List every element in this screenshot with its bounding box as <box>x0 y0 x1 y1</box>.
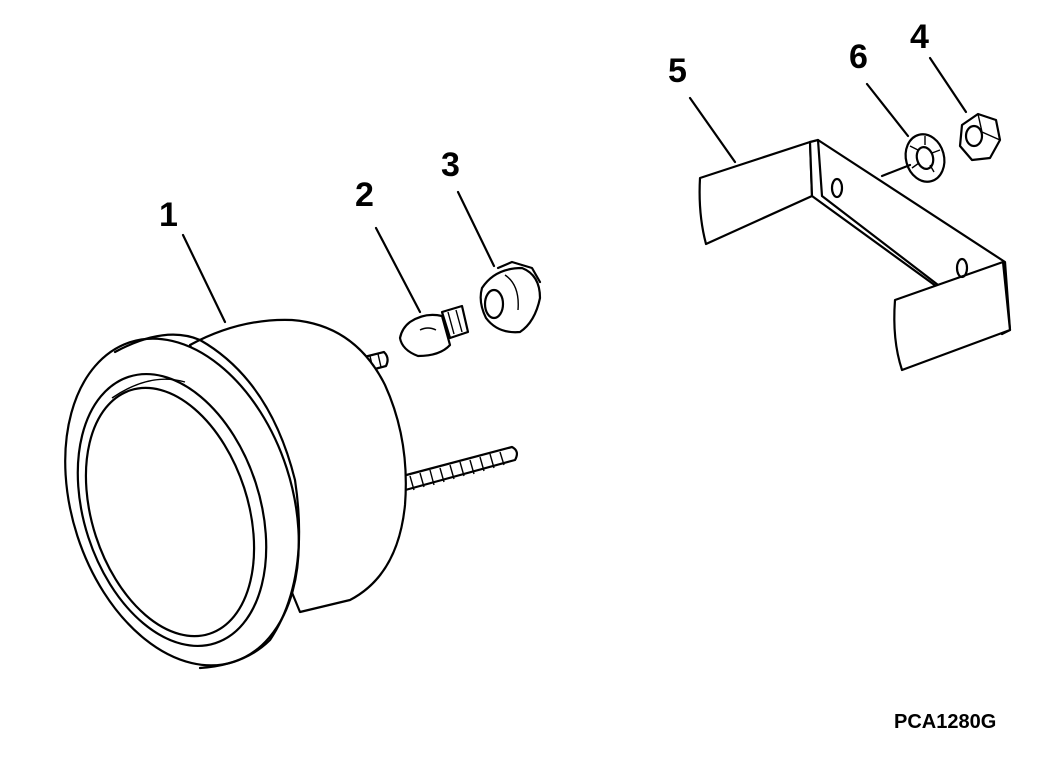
callout-1: 1 <box>159 196 178 234</box>
lock-washer-part <box>904 133 946 183</box>
callout-4: 4 <box>910 18 929 56</box>
gauge-long-stud <box>393 445 519 494</box>
leader-line-1 <box>181 233 227 324</box>
leader-line-6b <box>880 163 912 178</box>
callout-6: 6 <box>849 38 868 76</box>
leader-line-5 <box>688 96 737 164</box>
leader-line-3 <box>456 190 496 268</box>
gauge-part <box>64 318 519 670</box>
callout-5: 5 <box>668 52 687 90</box>
bracket-part <box>698 138 1012 372</box>
callout-3: 3 <box>441 146 460 184</box>
callout-2: 2 <box>355 176 374 214</box>
leader-line-2 <box>374 226 422 314</box>
leader-line-6 <box>865 82 910 138</box>
socket-part <box>479 260 542 334</box>
leader-lines <box>181 56 968 324</box>
hex-nut-part <box>958 112 1002 162</box>
gauge-bezel-inner <box>76 373 268 647</box>
gauge-lens <box>84 386 256 638</box>
figure-id-label: PCA1280G <box>894 711 997 733</box>
bulb-part <box>398 304 470 358</box>
leader-line-4 <box>928 56 968 114</box>
